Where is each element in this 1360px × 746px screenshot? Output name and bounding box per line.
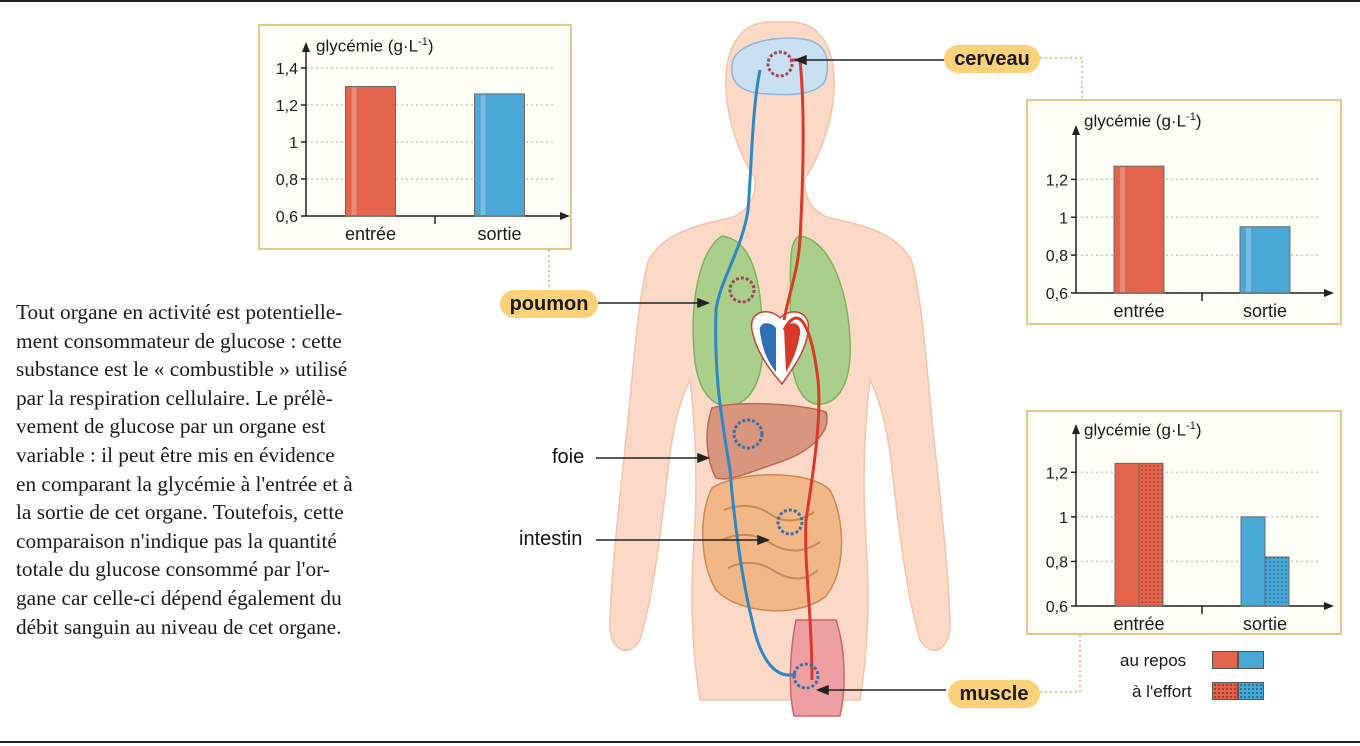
bar-sortie	[1239, 226, 1291, 294]
y-tick-label: 1,2	[276, 98, 298, 115]
capillary-brain	[766, 50, 794, 78]
bar-highlight	[1120, 167, 1125, 292]
legend-repos-entree-swatch	[1212, 651, 1238, 669]
y-axis-arrow	[302, 42, 310, 52]
x-tick-label: entrée	[345, 224, 396, 244]
y-tick-label: 1,2	[1046, 465, 1068, 482]
explanatory-paragraph: Tout organe en activité est potentielle-…	[16, 298, 434, 641]
capillary-liver	[732, 418, 764, 450]
bar-repos-sortie	[1240, 516, 1266, 607]
paragraph-line: par la respiration cellulaire. Le prélè-	[16, 385, 333, 410]
muscle-shape	[789, 619, 845, 717]
capillary-muscle	[792, 662, 820, 690]
paragraph-line: en comparant la glycémie à l'entrée et à	[16, 471, 353, 496]
paragraph-line: gane car celle-ci dépend également du	[16, 585, 342, 610]
paragraph-line: totale du glucose consommé par l'or-	[16, 557, 330, 582]
legend-repos-label: au repos	[1120, 651, 1187, 670]
label-cerveau: cerveau	[944, 45, 1040, 73]
x-tick-label: sortie	[1243, 614, 1287, 634]
bar-entree	[345, 86, 396, 217]
y-tick-label: 0,8	[1046, 554, 1068, 571]
capillary-intestine	[776, 508, 804, 536]
x-axis-arrow	[1324, 602, 1334, 610]
liver-shape	[706, 402, 828, 480]
bottom-border	[0, 741, 1360, 743]
label-poumon: poumon	[500, 290, 598, 318]
x-axis-arrow	[560, 212, 570, 220]
x-tick-label: entrée	[1113, 301, 1164, 321]
y-tick-label: 0,6	[276, 209, 298, 226]
bar-highlight	[351, 87, 357, 215]
y-tick-label: 1	[1059, 510, 1068, 527]
label-muscle: muscle	[948, 680, 1040, 708]
chart-svg: 0,6 0,8 1 1,2 1,4 entrée sortie	[276, 42, 570, 244]
chart-svg: 0,6 0,8 1 1,2 entrée sortie	[1046, 125, 1334, 321]
top-border	[0, 0, 1360, 2]
y-tick-label: 0,8	[1046, 248, 1068, 265]
y-tick-label: 1	[289, 135, 298, 152]
y-axis-arrow	[1072, 424, 1080, 434]
human-body-illustration	[596, 21, 951, 717]
x-tick-label: entrée	[1113, 614, 1164, 634]
y-tick-label: 0,8	[276, 172, 298, 189]
bar-highlight	[1246, 227, 1251, 292]
label-intestin: intestin	[519, 528, 583, 550]
x-axis-arrow	[1324, 289, 1334, 297]
capillary-lung	[728, 276, 756, 304]
chart-cerveau: glycémie (g·L-1) 0,6 0,8 1 1,2 entrée sortie	[1026, 99, 1342, 325]
chart-muscle: glycémie (g·L-1) 0,6 0,8 1 1,2 entrée sortie	[1026, 410, 1342, 635]
paragraph-line: débit sanguin au niveau de cet organe.	[16, 614, 342, 639]
x-tick-label: sortie	[477, 224, 521, 244]
y-axis-arrow	[1072, 125, 1080, 135]
bar-highlight	[480, 94, 486, 215]
y-tick-label: 0,6	[1046, 286, 1068, 303]
x-tick-label: sortie	[1243, 301, 1287, 321]
chart-title: glycémie (g·L-1)	[1084, 111, 1202, 131]
y-tick-label: 0,6	[1046, 599, 1068, 616]
chart-svg: 0,6 0,8 1 1,2 entrée sortie	[1046, 424, 1334, 634]
legend-effort-entree-swatch	[1212, 682, 1238, 700]
paragraph-line: ment consommateur de glucose : cette	[16, 328, 342, 353]
chart-title: glycémie (g·L-1)	[316, 36, 434, 56]
bar-effort-entree	[1138, 462, 1164, 607]
chart-title: glycémie (g·L-1)	[1084, 420, 1202, 440]
chart-poumon: glycémie (g·L-1) 0,6 0,8 1 1,2 1,4 entrée sort…	[258, 24, 572, 250]
paragraph-line: comparaison n'indique pas la quantité	[16, 528, 337, 553]
y-tick-label: 1,2	[1046, 172, 1068, 189]
vein	[714, 69, 797, 677]
y-tick-label: 1	[1059, 210, 1068, 227]
label-foie: foie	[552, 446, 585, 468]
bar-entree	[1113, 165, 1165, 294]
legend-effort-label: à l'effort	[1132, 682, 1192, 701]
paragraph-line: vement de glucose par un organe est	[16, 414, 326, 439]
paragraph-line: variable : il peut être mis en évidence	[16, 442, 335, 467]
paragraph-line: Tout organe en activité est potentielle-	[16, 300, 343, 324]
artery	[782, 58, 821, 681]
paragraph-line: substance est le « combustible » utilisé	[16, 357, 348, 382]
bar-effort-sortie	[1264, 556, 1290, 607]
legend-repos-sortie-swatch	[1238, 651, 1264, 669]
y-tick-label: 1,4	[276, 61, 298, 78]
bar-sortie	[474, 93, 525, 217]
bar-repos-entree	[1114, 462, 1140, 607]
paragraph-line: la sortie de cet organe. Toutefois, cett…	[16, 500, 344, 525]
legend-effort-sortie-swatch	[1238, 682, 1264, 700]
